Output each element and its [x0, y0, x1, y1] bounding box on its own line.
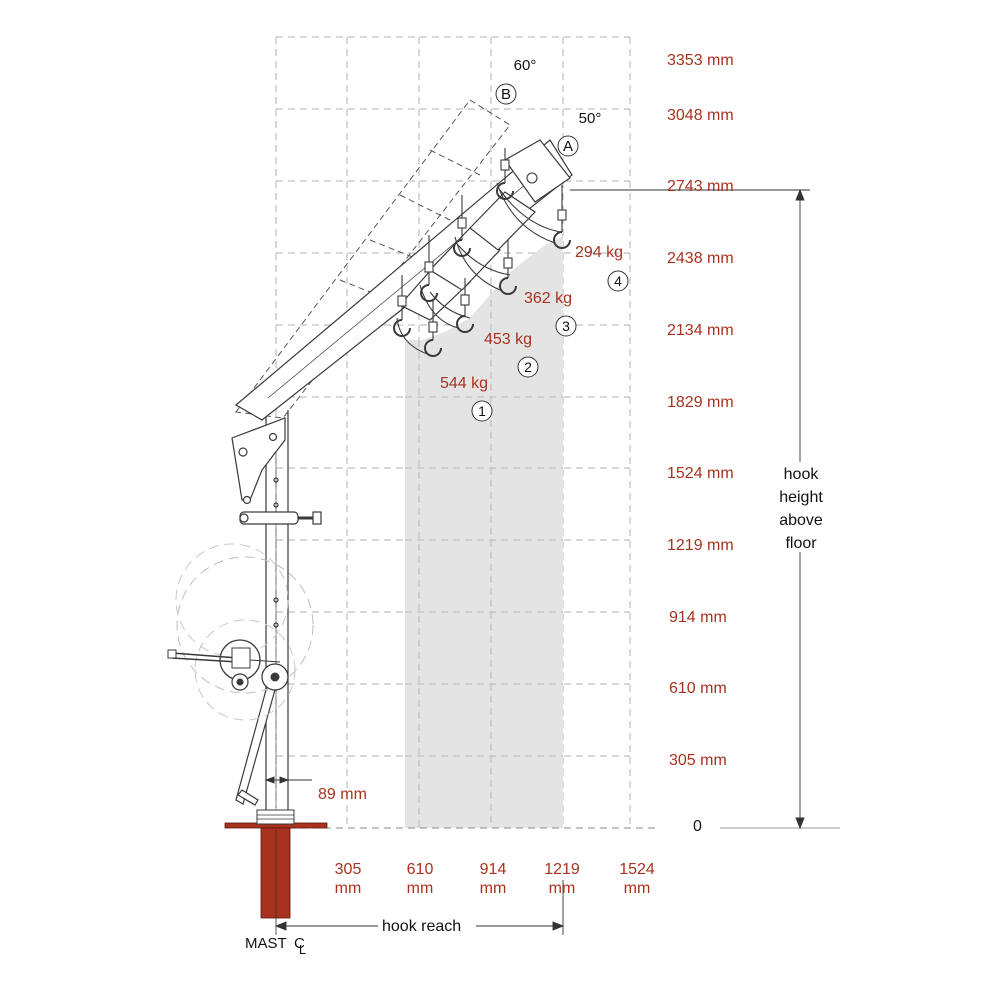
- marker-B: B: [501, 86, 511, 103]
- load-capacity-3: 362 kg: [524, 290, 572, 307]
- height-label-2438: 2438 mm: [667, 250, 734, 267]
- reach-label-610-value: 610: [407, 861, 434, 878]
- marker-4: 4: [614, 273, 622, 289]
- marker-2-circle: [517, 356, 539, 378]
- height-label-610: 610 mm: [669, 680, 727, 697]
- reach-label-1219-unit: mm: [549, 880, 576, 897]
- svg-text:floor: floor: [785, 535, 817, 552]
- height-label-3048: 3048 mm: [667, 107, 734, 124]
- marker-1: 1: [478, 403, 486, 419]
- marker-3: 3: [562, 318, 570, 334]
- height-label-0: 0: [693, 818, 702, 835]
- marker-4-circle: [607, 270, 629, 292]
- winch-assembly: [167, 543, 314, 721]
- reach-label-305-value: 305: [335, 861, 362, 878]
- hook-reach-label: hook reach: [382, 918, 461, 935]
- centerline-label: CL: [294, 935, 306, 957]
- mast-offset-label: 89 mm: [318, 786, 367, 803]
- hook-height-label: hook height above floor: [779, 466, 823, 552]
- hook-envelope-shade: [405, 236, 563, 828]
- height-label-2743: 2743 mm: [667, 178, 734, 195]
- svg-text:hook: hook: [784, 466, 820, 483]
- marker-B-circle: [495, 83, 517, 105]
- hook-positions: [393, 148, 571, 357]
- reach-label-610-unit: mm: [407, 880, 434, 897]
- height-label-1524: 1524 mm: [667, 465, 734, 482]
- height-labels: 0 305 mm 610 mm 914 mm 1219 mm 1524 mm 1…: [667, 52, 734, 835]
- height-label-3353: 3353 mm: [667, 52, 734, 69]
- height-label-914: 914 mm: [669, 609, 727, 626]
- grid-over-shade: [405, 300, 563, 828]
- load-capacity-4: 294 kg: [575, 244, 623, 261]
- load-capacity-1: 544 kg: [440, 375, 488, 392]
- boom-angle-markers: B 60° A 50°: [495, 57, 602, 157]
- load-capacity-labels: 544 kg 453 kg 362 kg 294 kg: [440, 244, 623, 392]
- marker-3-circle: [555, 315, 577, 337]
- boom-pivot-bracket: [231, 417, 322, 525]
- reach-label-1524-unit: mm: [624, 880, 651, 897]
- height-label-1829: 1829 mm: [667, 394, 734, 411]
- marker-A: A: [563, 138, 573, 155]
- mast-label: MAST: [245, 935, 287, 952]
- reach-label-914-value: 914: [480, 861, 507, 878]
- load-capacity-2: 453 kg: [484, 331, 532, 348]
- reach-label-1524-value: 1524: [619, 861, 655, 878]
- hook-path-arcs: [396, 182, 561, 356]
- mast-collar: [256, 809, 295, 825]
- mast: [265, 410, 289, 810]
- height-label-2134: 2134 mm: [667, 322, 734, 339]
- marker-1-circle: [471, 400, 493, 422]
- angle-50-label: 50°: [579, 110, 602, 127]
- position-markers: 1 2 3 4: [471, 270, 629, 422]
- height-label-305: 305 mm: [669, 752, 727, 769]
- height-label-1219: 1219 mm: [667, 537, 734, 554]
- centerline-symbol-c: C: [294, 935, 305, 952]
- svg-text:height: height: [779, 489, 823, 506]
- mast-foundation: [260, 827, 291, 919]
- marker-2: 2: [524, 359, 532, 375]
- reach-label-305-unit: mm: [335, 880, 362, 897]
- angle-60-label: 60°: [514, 57, 537, 74]
- reach-labels: 305 mm 610 mm 914 mm 1219 mm 1524 mm: [335, 861, 655, 897]
- centerline-symbol-l: L: [299, 942, 306, 957]
- reach-label-914-unit: mm: [480, 880, 507, 897]
- svg-text:above: above: [779, 512, 823, 529]
- boom-50deg: [234, 139, 573, 421]
- reach-label-1219-value: 1219: [544, 861, 580, 878]
- marker-A-circle: [557, 135, 579, 157]
- mast-offset-dimension: [264, 776, 312, 784]
